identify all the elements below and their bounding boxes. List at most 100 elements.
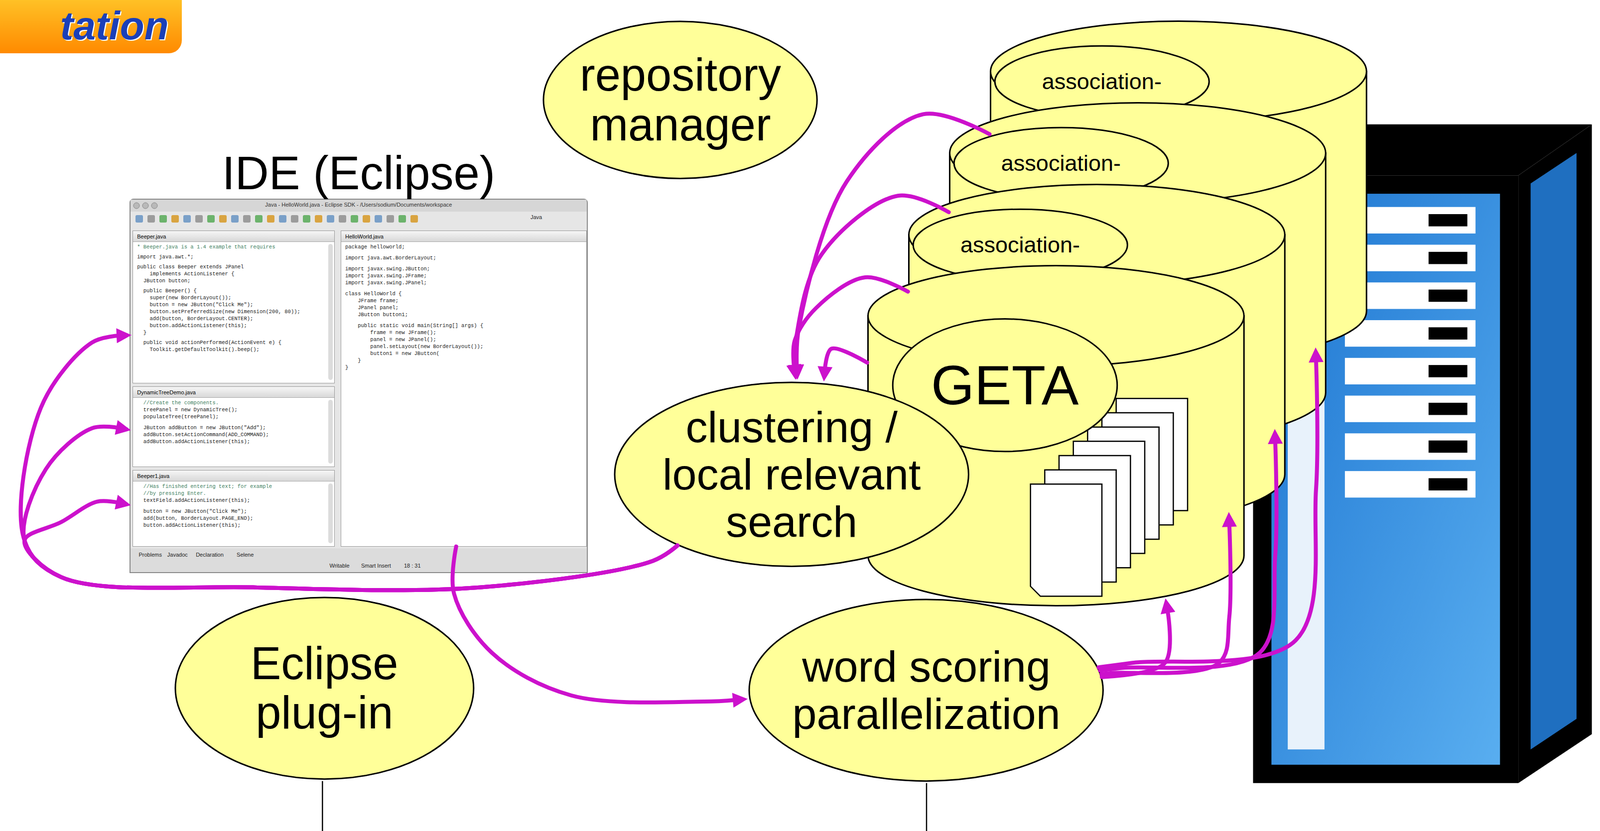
connector-arrow — [793, 277, 909, 369]
drive-bay — [1344, 433, 1476, 460]
drive-handle — [1428, 327, 1468, 340]
toolbar-icon — [255, 215, 263, 223]
chrome-holder: Javadoc — [167, 551, 188, 558]
window-button — [151, 202, 158, 209]
process-ellipse: word scoring parallelization — [748, 598, 1104, 783]
code-line: //by pressing Enter. — [143, 490, 326, 498]
editor-pane: Beeper.java* Beeper.java is a 1.4 exampl… — [132, 230, 335, 384]
code-line: JPanel panel; — [357, 304, 577, 312]
toolbar-icon — [159, 215, 167, 223]
view-tab: Javadoc — [167, 551, 188, 558]
code-line: add(button, BorderLayout.PAGE_END); — [143, 515, 326, 523]
connector-arrow — [452, 546, 736, 703]
code-line: import java.awt.*; — [136, 253, 326, 261]
title-tab: tation — [0, 0, 182, 54]
pane-header: Beeper1.java — [133, 470, 335, 482]
server-side — [1518, 124, 1592, 784]
code-line: public void actionPerformed(ActionEvent … — [143, 339, 326, 347]
toolbar-icon — [266, 215, 275, 223]
code-line: * Beeper.java is a 1.4 example that requ… — [136, 243, 326, 251]
drive-handle — [1428, 478, 1468, 491]
code-line: super(new BorderLayout()); — [149, 294, 325, 302]
index-label: GETA — [931, 357, 1079, 414]
title-holder: Java - HelloWorld.java - Eclipse SDK - /… — [130, 201, 587, 208]
title-bar — [130, 199, 587, 212]
index-label: association- — [960, 233, 1080, 257]
node-label: word scoring parallelization — [787, 643, 1067, 738]
code-line: JFrame frame; — [357, 297, 577, 305]
code-line: addButton.addActionListener(this); — [143, 438, 326, 446]
code-line: Toolkit.getDefaultToolkit().beep(); — [149, 346, 325, 354]
code-line: package helloworld; — [345, 243, 578, 251]
code-line: addButton.setActionCommand(ADD_COMMAND); — [143, 431, 326, 439]
code-line: populateTree(treePanel); — [143, 413, 326, 421]
toolbar-icon — [374, 215, 383, 223]
pane-header: HelloWorld.java — [341, 231, 587, 243]
code-line: JButton addButton = new JButton("Add"); — [143, 424, 326, 432]
ellipse-shape — [543, 21, 817, 179]
toolbar-icon — [147, 215, 155, 223]
code-line: treePanel = new DynamicTree(); — [143, 406, 326, 414]
drive-handle — [1428, 440, 1468, 454]
node-label: Eclipse plug-in — [207, 639, 442, 739]
view-tab: Problems — [138, 551, 162, 558]
drive-handle — [1428, 402, 1468, 416]
scrollbar — [328, 400, 333, 464]
code-line: import java.awt.BorderLayout; — [345, 254, 578, 262]
chrome-holder: Writable — [329, 562, 350, 569]
editor-pane: Beeper1.java//Has finished entering text… — [132, 470, 335, 547]
node-label: clustering / local relevant search — [652, 403, 932, 546]
toolbar-icon — [278, 215, 287, 223]
status-text: 18 : 31 — [403, 562, 421, 569]
view-tab: Declaration — [195, 551, 224, 558]
connector-arrow — [1101, 610, 1171, 677]
toolbar-icon — [171, 215, 179, 223]
index-label: association- — [1001, 151, 1121, 175]
tab-label: Beeper1.java — [136, 470, 335, 482]
pane-header: DynamicTreeDemo.java — [133, 387, 335, 399]
drive-handle — [1428, 289, 1468, 303]
slide-title: tation — [60, 2, 169, 49]
connector-arrow — [20, 335, 678, 591]
connector-arrow — [1098, 359, 1318, 668]
toolbar-icon — [326, 215, 335, 223]
ellipse-shape — [614, 382, 969, 567]
drive-bay — [1344, 320, 1476, 347]
toolbar-icon — [362, 215, 371, 223]
code-body: * Beeper.java is a 1.4 example that requ… — [133, 242, 335, 356]
toolbar-icon — [410, 215, 418, 223]
code-line: } — [345, 364, 578, 372]
chrome-holder: Selene — [236, 551, 254, 558]
code-line: class HelloWorld { — [345, 290, 578, 298]
ide-heading: IDE (Eclipse) — [30, 149, 687, 197]
code-line: public static void main(String[] args) { — [357, 322, 577, 330]
toolbar-icon — [302, 215, 311, 223]
chrome-holder: Smart Insert — [361, 562, 392, 569]
code-line: //Has finished entering text; for exampl… — [143, 483, 326, 491]
code-line: button = new JButton("Click Me"); — [143, 508, 326, 516]
connector-arrow — [1099, 440, 1277, 671]
connector-arrow — [795, 195, 949, 369]
drive-bay — [1344, 471, 1476, 498]
connector-arrow — [24, 501, 678, 591]
code-line: button.setPreferredSize(new Dimension(20… — [149, 308, 325, 316]
connector-arrow — [23, 426, 678, 591]
toolbar-icon — [290, 215, 299, 223]
status-text: Smart Insert — [361, 562, 392, 569]
status-text: Writable — [329, 562, 350, 569]
code-line: } — [357, 357, 577, 365]
window-button — [133, 202, 140, 209]
code-line: JButton button1; — [357, 311, 577, 319]
code-line: panel.setLayout(new BorderLayout()); — [370, 343, 577, 351]
perspective-button: Java — [530, 214, 542, 221]
toolbar-icon — [338, 215, 347, 223]
scrollbar — [328, 483, 333, 544]
ellipse-shape — [175, 597, 474, 780]
code-line: textField.addActionListener(this); — [143, 497, 326, 505]
code-line: add(button, BorderLayout.CENTER); — [149, 315, 325, 323]
drive-handle — [1428, 252, 1468, 265]
toolbar-icon — [350, 215, 359, 223]
window-button — [142, 202, 149, 209]
code-line: import javax.swing.JFrame; — [345, 272, 578, 280]
code-line: panel = new JPanel(); — [370, 336, 577, 344]
